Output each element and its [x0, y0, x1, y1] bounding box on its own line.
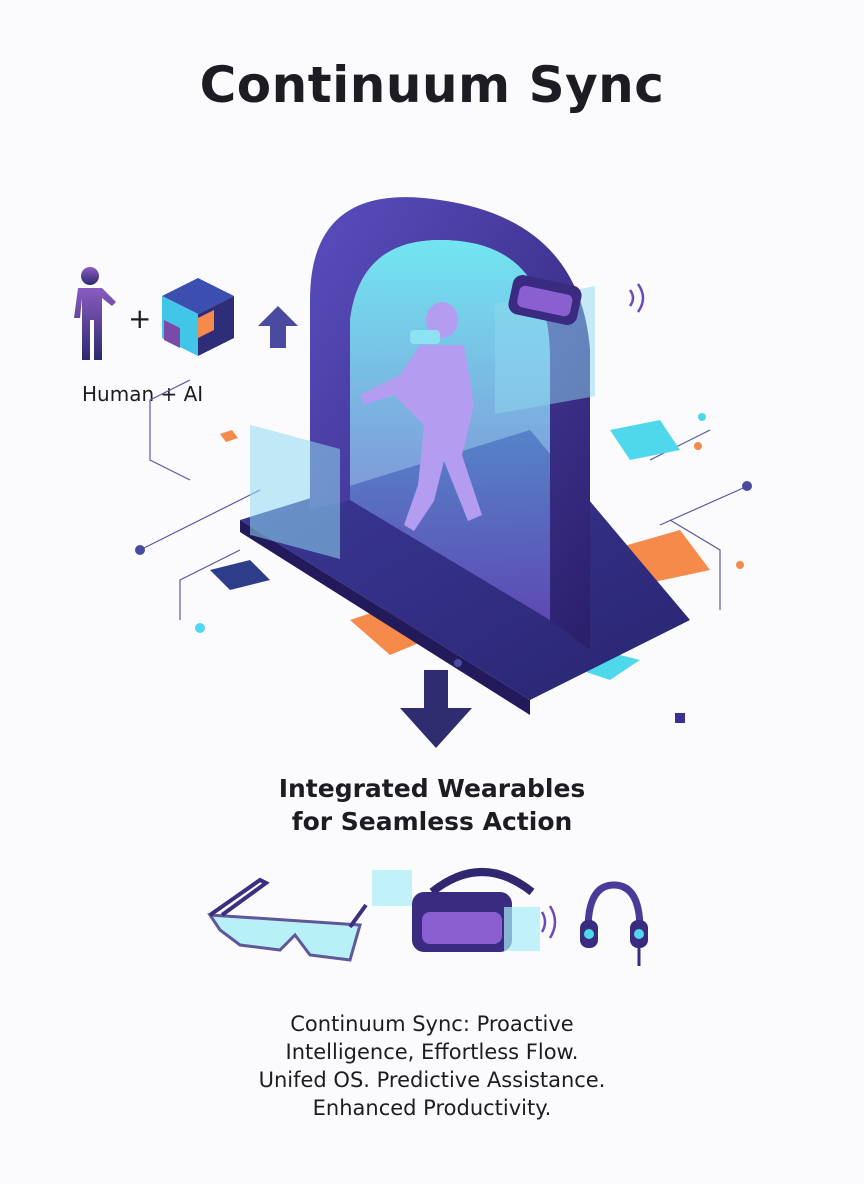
headphones-icon — [580, 881, 648, 966]
wearables-heading: Integrated Wearables for Seamless Action — [0, 772, 864, 838]
arrow-up-icon — [258, 306, 298, 348]
portal-illustration — [135, 197, 752, 723]
description-line: Intelligence, Effortless Flow. — [285, 1040, 579, 1064]
glasses-icon — [207, 877, 368, 962]
arch — [310, 197, 590, 650]
human-ai-label: Human + AI — [82, 382, 204, 406]
cyan-tile — [610, 420, 680, 460]
arrow-down-icon — [400, 670, 472, 748]
description-line: Enhanced Productivity. — [312, 1096, 552, 1120]
wireless-signal-icon — [628, 283, 645, 313]
navy-tile — [210, 560, 270, 590]
vr-headset-icon — [372, 868, 557, 952]
ai-cube-icon — [162, 278, 234, 356]
plus-sign: + — [128, 302, 152, 335]
hud-panel — [250, 424, 340, 559]
node-dots — [135, 413, 752, 723]
page-title: Continuum Sync — [199, 56, 665, 114]
description-line: Unifed OS. Predictive Assistance. — [258, 1068, 606, 1092]
vr-headset-icon — [508, 275, 582, 325]
wearables-heading-line: Integrated Wearables — [278, 774, 586, 803]
running-figure — [360, 302, 482, 531]
description: Continuum Sync: Proactive Intelligence, … — [0, 1010, 864, 1122]
description-line: Continuum Sync: Proactive — [290, 1012, 574, 1036]
human-icon — [74, 267, 116, 360]
wearables-heading-line: for Seamless Action — [291, 807, 573, 836]
circuit-lines — [139, 379, 751, 620]
